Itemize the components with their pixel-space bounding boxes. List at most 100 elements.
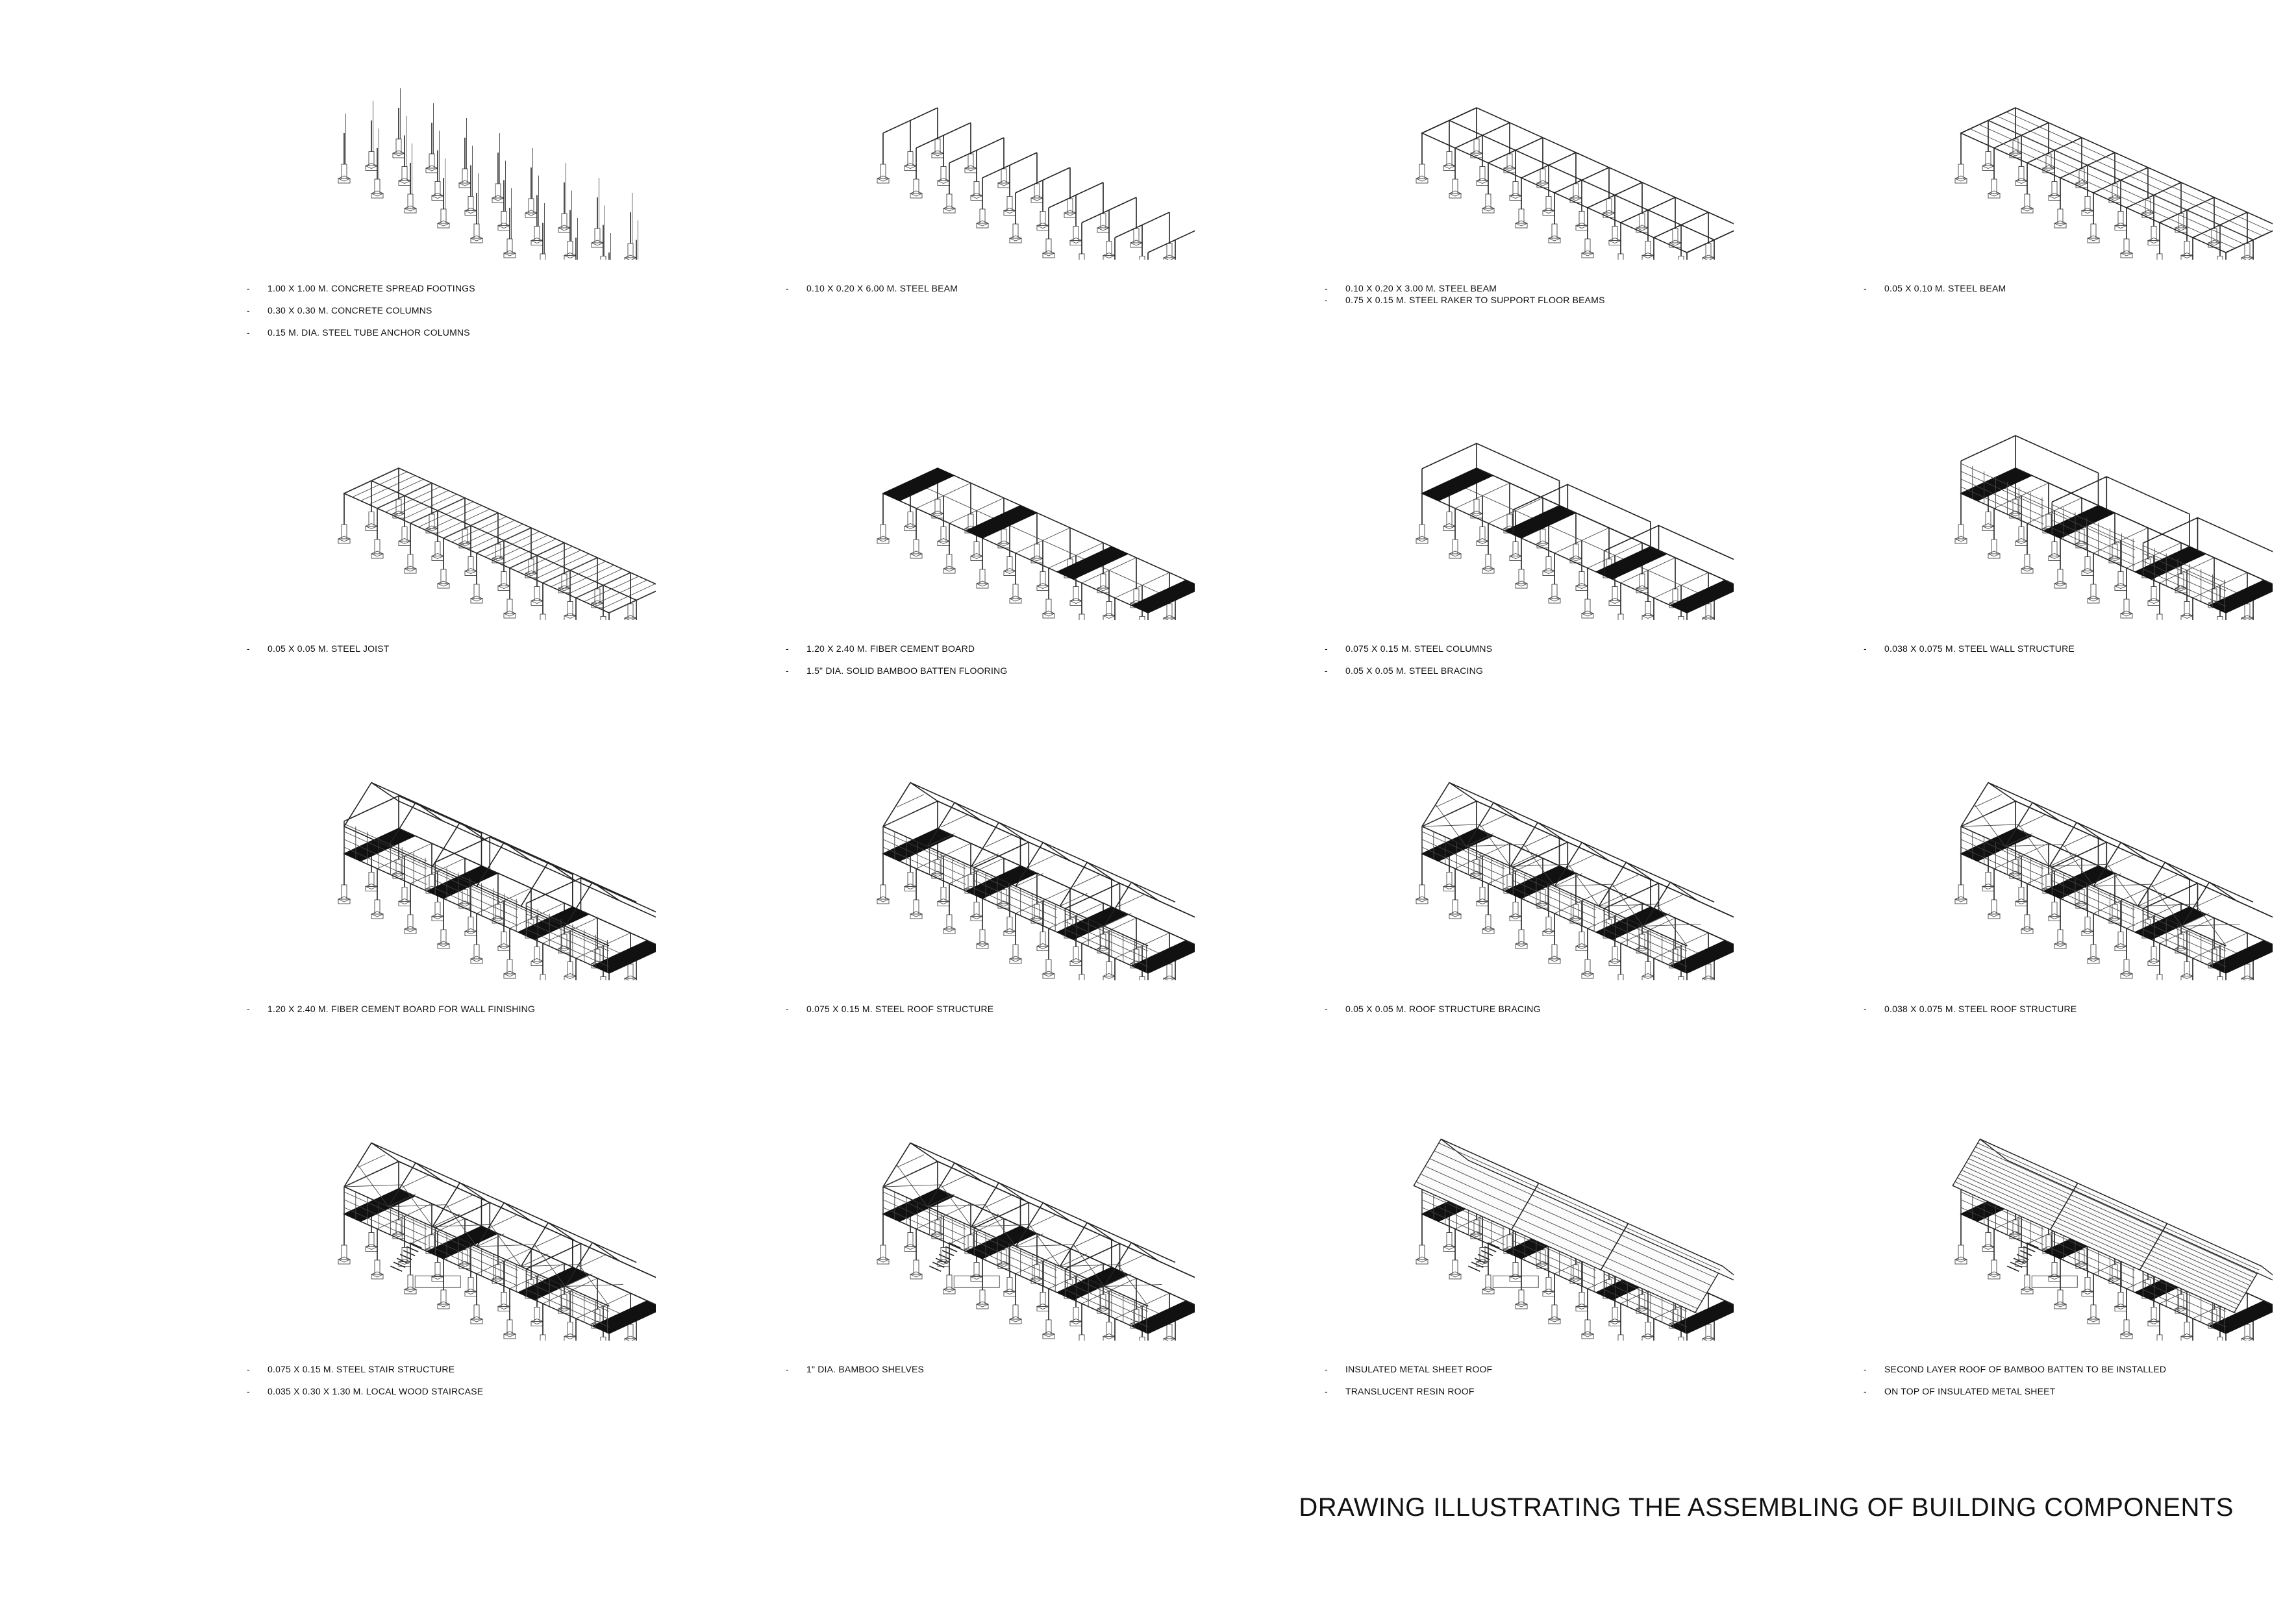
assembly-step-8: - 0.038 X 0.075 M. STEEL WALL STRUCTURE (1857, 386, 2286, 750)
caption-bullet: - (1864, 643, 1867, 654)
caption-bullet: - (247, 305, 250, 316)
component-caption: - TRANSLUCENT RESIN ROOF (1325, 1385, 1740, 1397)
component-caption: -1.00 X 1.00 M. CONCRETE SPREAD FOOTINGS (247, 282, 662, 294)
caption-bullet: - (1325, 283, 1328, 293)
caption-bullet: - (1325, 665, 1328, 676)
caption-bullet: - (1325, 295, 1328, 305)
assembly-step-12: - 0.038 X 0.075 M. STEEL ROOF STRUCTURE (1857, 747, 2286, 1110)
caption-bullet: - (1325, 1364, 1328, 1374)
caption-text: 1.00 X 1.00 M. CONCRETE SPREAD FOOTINGS (268, 283, 475, 293)
caption-text: TRANSLUCENT RESIN ROOF (1345, 1386, 1475, 1396)
caption-text: 0.30 X 0.30 M. CONCRETE COLUMNS (268, 305, 432, 316)
component-captions: - 0.038 X 0.075 M. STEEL ROOF STRUCTURE (1864, 1003, 2279, 1025)
assembly-step-6: -1.20 X 2.40 M. FIBER CEMENT BOARD-1.5" … (779, 386, 1208, 750)
component-caption: - SECOND LAYER ROOF OF BAMBOO BATTEN TO B… (1864, 1363, 2279, 1375)
caption-text: 0.038 X 0.075 M. STEEL WALL STRUCTURE (1884, 643, 2075, 654)
assembly-step-9: -1.20 X 2.40 M. FIBER CEMENT BOARD FOR W… (240, 747, 669, 1110)
isometric-drawing (337, 782, 656, 980)
component-caption: - 1" DIA. BAMBOO SHELVES (786, 1363, 1201, 1375)
component-caption: - 0.038 X 0.075 M. STEEL ROOF STRUCTURE (1864, 1003, 2279, 1015)
caption-bullet: - (247, 643, 250, 654)
isometric-drawing (1954, 434, 2273, 620)
caption-text: 0.05 X 0.10 M. STEEL BEAM (1884, 283, 2006, 293)
component-captions: - SECOND LAYER ROOF OF BAMBOO BATTEN TO B… (1864, 1363, 2279, 1407)
assembly-step-4: - 0.05 X 0.10 M. STEEL BEAM (1857, 26, 2286, 390)
caption-text: 0.75 X 0.15 M. STEEL RAKER TO SUPPORT FL… (1345, 295, 1605, 305)
component-caption: - 0.10 X 0.20 X 3.00 M. STEEL BEAM (1325, 282, 1740, 294)
isometric-drawing (1415, 442, 1734, 620)
caption-text: 1" DIA. BAMBOO SHELVES (806, 1364, 925, 1374)
isometric-drawing (1415, 107, 1734, 260)
component-captions: -0.10 X 0.20 X 6.00 M. STEEL BEAM (786, 282, 1201, 304)
component-caption: -1.20 X 2.40 M. FIBER CEMENT BOARD FOR W… (247, 1003, 662, 1015)
component-captions: - 0.10 X 0.20 X 3.00 M. STEEL BEAM - 0.75 X… (1325, 282, 1740, 306)
caption-text: 0.10 X 0.20 X 3.00 M. STEEL BEAM (1345, 283, 1497, 293)
caption-bullet: - (1864, 1004, 1867, 1014)
caption-bullet: - (786, 665, 789, 676)
component-captions: -1.00 X 1.00 M. CONCRETE SPREAD FOOTINGS… (247, 282, 662, 349)
isometric-drawing (337, 88, 638, 260)
caption-bullet: - (1325, 1004, 1328, 1014)
component-captions: -1.20 X 2.40 M. FIBER CEMENT BOARD FOR W… (247, 1003, 662, 1025)
isometric-drawing (1413, 1138, 1734, 1341)
caption-text: 0.10 X 0.20 X 6.00 M. STEEL BEAM (806, 283, 958, 293)
caption-text: 0.075 X 0.15 M. STEEL STAIR STRUCTURE (268, 1364, 455, 1374)
isometric-drawing (876, 467, 1195, 620)
assembly-step-13: - 0.075 X 0.15 M. STEEL STAIR STRUCTURE - 0… (240, 1107, 669, 1470)
caption-text: ON TOP OF INSULATED METAL SHEET (1884, 1386, 2056, 1396)
assembly-step-1: -1.00 X 1.00 M. CONCRETE SPREAD FOOTINGS… (240, 26, 669, 390)
assembly-step-5: -0.05 X 0.05 M. STEEL JOIST (240, 386, 669, 750)
caption-text: 1.20 X 2.40 M. FIBER CEMENT BOARD FOR WA… (268, 1004, 536, 1014)
component-captions: - 0.075 X 0.15 M. STEEL STAIR STRUCTURE - 0… (247, 1363, 662, 1407)
component-caption: - 0.05 X 0.10 M. STEEL BEAM (1864, 282, 2279, 294)
caption-text: 0.035 X 0.30 X 1.30 M. LOCAL WOOD STAIRC… (268, 1386, 484, 1396)
isometric-drawing (876, 1142, 1195, 1341)
component-captions: - 0.075 X 0.15 M. STEEL COLUMNS -0.05 X 0.… (1325, 643, 1740, 687)
caption-bullet: - (247, 327, 250, 338)
component-captions: - 0.05 X 0.05 M. ROOF STRUCTURE BRACING (1325, 1003, 1740, 1025)
caption-bullet: - (786, 643, 789, 654)
component-captions: - 0.075 X 0.15 M. STEEL ROOF STRUCTURE (786, 1003, 1201, 1025)
isometric-drawing (1954, 782, 2273, 980)
caption-bullet: - (247, 1364, 250, 1374)
isometric-drawing (337, 1142, 656, 1341)
assembly-step-3: - 0.10 X 0.20 X 3.00 M. STEEL BEAM - 0.75 X… (1318, 26, 1747, 390)
component-caption: -0.10 X 0.20 X 6.00 M. STEEL BEAM (786, 282, 1201, 294)
isometric-drawing (337, 467, 656, 620)
caption-bullet: - (786, 1004, 789, 1014)
caption-text: 1.5" DIA. SOLID BAMBOO BATTEN FLOORING (806, 665, 1008, 676)
component-caption: - 0.30 X 0.30 M. CONCRETE COLUMNS (247, 304, 662, 316)
sheet-title: DRAWING ILLUSTRATING THE ASSEMBLING OF B… (1299, 1493, 2234, 1522)
caption-text: INSULATED METAL SHEET ROOF (1345, 1364, 1493, 1374)
component-captions: -0.05 X 0.05 M. STEEL JOIST (247, 643, 662, 665)
caption-bullet: - (1325, 1386, 1328, 1396)
isometric-drawing (1952, 1138, 2273, 1341)
component-caption: -0.05 X 0.05 M. STEEL JOIST (247, 643, 662, 654)
isometric-drawing (876, 107, 1195, 260)
component-caption: - 1.5" DIA. SOLID BAMBOO BATTEN FLOORING (786, 665, 1201, 676)
component-captions: -1.20 X 2.40 M. FIBER CEMENT BOARD-1.5" … (786, 643, 1201, 687)
caption-text: 0.075 X 0.15 M. STEEL COLUMNS (1345, 643, 1493, 654)
caption-bullet: - (1864, 283, 1867, 293)
isometric-drawing (876, 782, 1195, 980)
isometric-drawing (1415, 782, 1734, 980)
component-caption: - INSULATED METAL SHEET ROOF (1325, 1363, 1740, 1375)
caption-bullet: - (1864, 1386, 1867, 1396)
caption-text: 0.038 X 0.075 M. STEEL ROOF STRUCTURE (1884, 1004, 2077, 1014)
caption-bullet: - (786, 1364, 789, 1374)
caption-text: 0.075 X 0.15 M. STEEL ROOF STRUCTURE (806, 1004, 994, 1014)
caption-bullet: - (247, 1386, 250, 1396)
component-caption: -1.20 X 2.40 M. FIBER CEMENT BOARD (786, 643, 1201, 654)
caption-text: 0.15 M. DIA. STEEL TUBE ANCHOR COLUMNS (268, 327, 470, 338)
caption-text: SECOND LAYER ROOF OF BAMBOO BATTEN TO BE… (1884, 1364, 2167, 1374)
component-caption: - 0.75 X 0.15 M. STEEL RAKER TO SUPPORT F… (1325, 294, 1740, 306)
component-caption: - 0.075 X 0.15 M. STEEL ROOF STRUCTURE (786, 1003, 1201, 1015)
component-caption: - 0.15 M. DIA. STEEL TUBE ANCHOR COLUMNS (247, 327, 662, 338)
assembly-step-14: - 1" DIA. BAMBOO SHELVES (779, 1107, 1208, 1470)
component-captions: - INSULATED METAL SHEET ROOF - TRANSLUCENT … (1325, 1363, 1740, 1407)
caption-bullet: - (1864, 1364, 1867, 1374)
component-caption: -0.05 X 0.05 M. STEEL BRACING (1325, 665, 1740, 676)
component-caption: - 0.035 X 0.30 X 1.30 M. LOCAL WOOD STAIR… (247, 1385, 662, 1397)
component-caption: - 0.075 X 0.15 M. STEEL STAIR STRUCTURE (247, 1363, 662, 1375)
caption-text: 0.05 X 0.05 M. ROOF STRUCTURE BRACING (1345, 1004, 1541, 1014)
